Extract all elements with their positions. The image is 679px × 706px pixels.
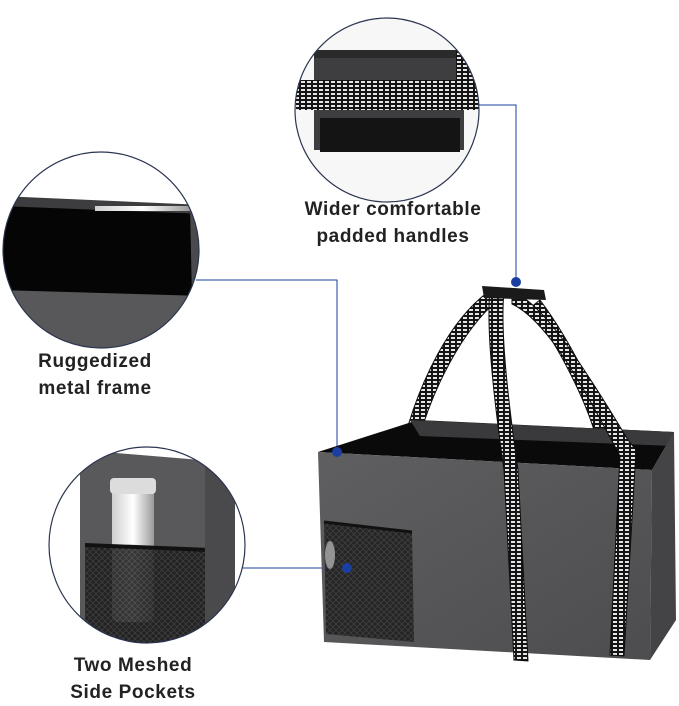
caption-pockets: Two Meshed Side Pockets [48, 652, 218, 706]
caption-handles-line-1: Wider comfortable [304, 199, 482, 220]
callout-frame-image [2, 151, 200, 349]
caption-frame: Ruggedized metal frame [20, 348, 170, 402]
callout-pockets-image [48, 446, 246, 644]
caption-pockets-line-1: Two Meshed [73, 655, 193, 676]
tote-bag [318, 286, 676, 662]
callout-handles-image [294, 17, 480, 203]
caption-handles-line-2: padded handles [316, 226, 470, 247]
caption-frame-line-2: metal frame [38, 378, 152, 399]
caption-handles: Wider comfortable padded handles [282, 196, 504, 250]
caption-pockets-line-2: Side Pockets [70, 682, 196, 703]
connector-dots [332, 277, 521, 573]
caption-frame-line-1: Ruggedized [38, 351, 152, 372]
